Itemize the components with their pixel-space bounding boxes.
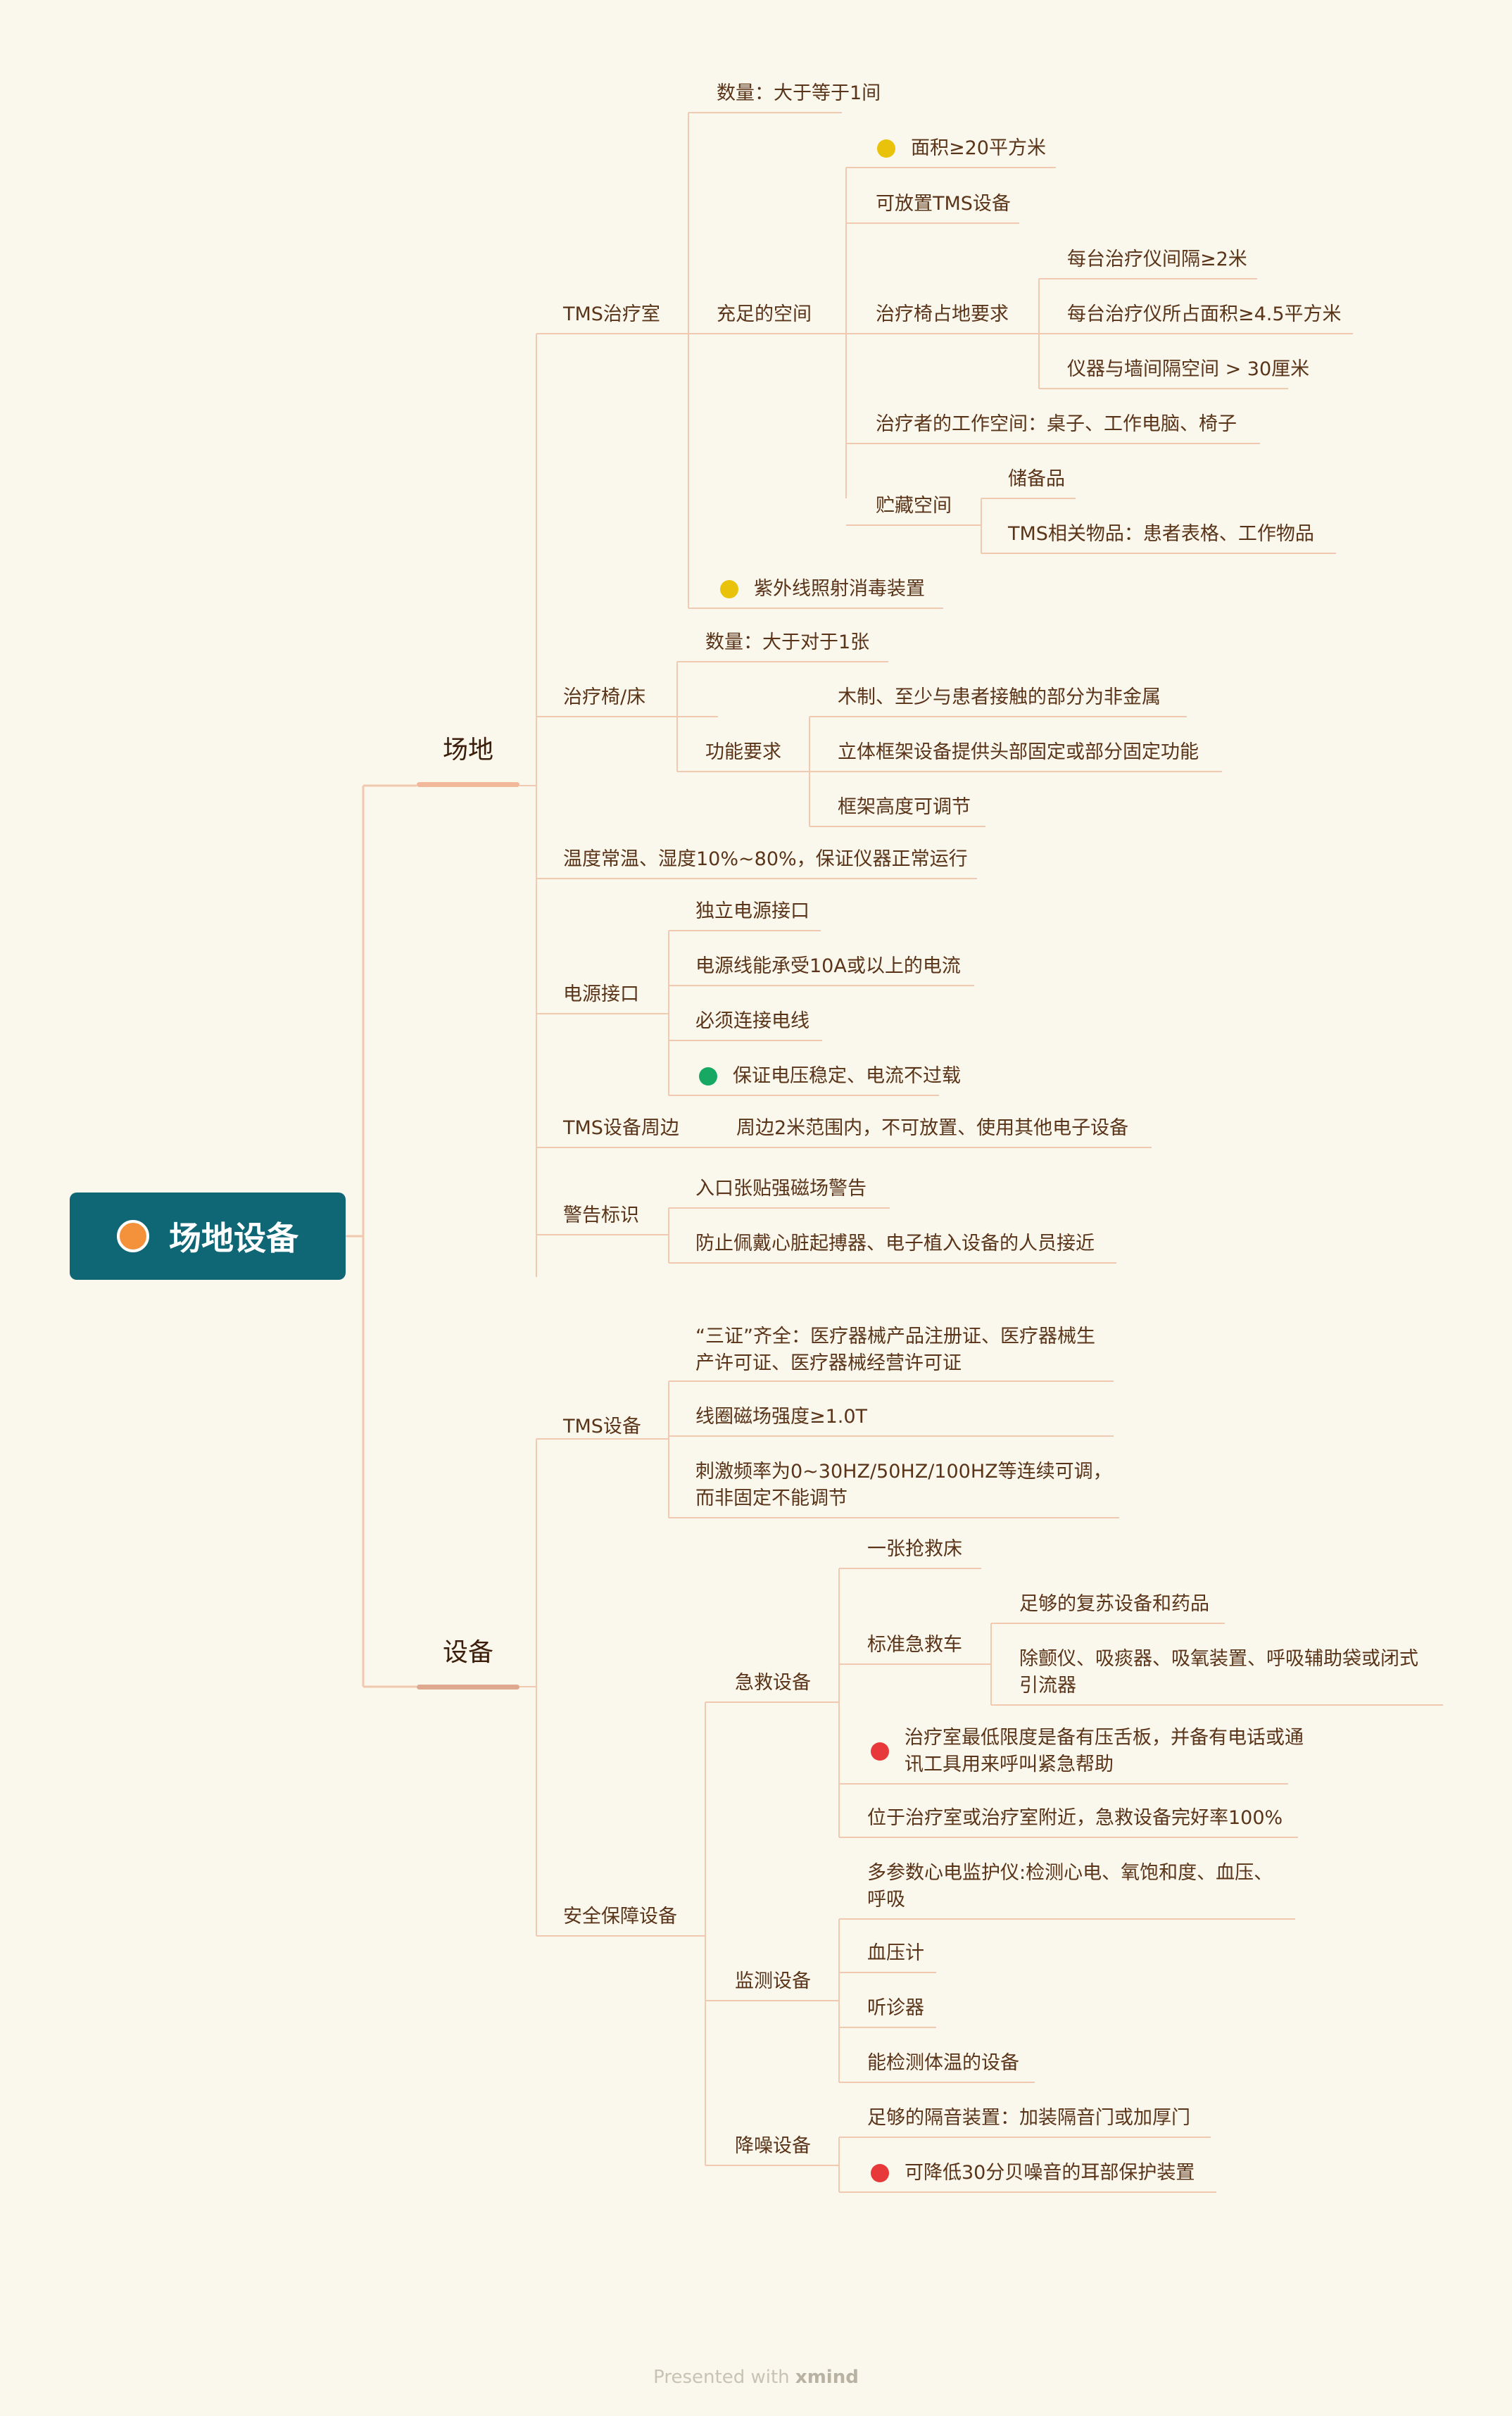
- topic-safety[interactable]: 安全保障设备: [563, 1906, 677, 1927]
- topic-storage-item[interactable]: TMS相关物品：患者表格、工作物品: [1008, 523, 1314, 545]
- topic-chair-floor-item[interactable]: 仪器与墙间隔空间 > 30厘米: [1067, 358, 1310, 380]
- topic-emergency[interactable]: 急救设备: [735, 1672, 811, 1694]
- branch-site-underline: [417, 782, 519, 787]
- green-marker-icon: [699, 1067, 717, 1086]
- topic-surround-detail[interactable]: 周边2米范围内，不可放置、使用其他电子设备: [736, 1117, 1129, 1139]
- line-2: 讯工具用来呼叫紧急帮助: [905, 1754, 1114, 1775]
- topic-power-item[interactable]: 保证电压稳定、电流不过载: [699, 1063, 961, 1090]
- topic-chair-floor[interactable]: 治疗椅占地要求: [876, 303, 1009, 325]
- topic-noise-item[interactable]: 可降低30分贝噪音的耳部保护装置: [871, 2160, 1195, 2187]
- topic-power-item[interactable]: 必须连接电线: [695, 1010, 809, 1032]
- topic-storage-item[interactable]: 储备品: [1008, 468, 1065, 490]
- line-2: 而非固定不能调节: [695, 1487, 848, 1509]
- topic-chair-count[interactable]: 数量：大于对于1张: [705, 631, 870, 653]
- root-label: 场地设备: [169, 1219, 298, 1257]
- topic-tms-room[interactable]: TMS治疗室: [563, 303, 660, 325]
- topic-cart-item[interactable]: 足够的复苏设备和药品: [1019, 1593, 1209, 1615]
- yellow-marker-icon: [720, 580, 738, 598]
- topic-warning[interactable]: 警告标识: [563, 1204, 639, 1226]
- root-marker-icon: [117, 1220, 149, 1252]
- topic-warning-item[interactable]: 入口张贴强磁场警告: [695, 1178, 867, 1200]
- topic-room-count[interactable]: 数量：大于等于1间: [717, 82, 881, 104]
- branch-equipment-underline: [417, 1685, 519, 1690]
- topic-surround[interactable]: TMS设备周边: [563, 1117, 679, 1139]
- topic-power-item[interactable]: 电源线能承受10A或以上的电流: [695, 955, 961, 977]
- topic-power-item[interactable]: 独立电源接口: [695, 900, 809, 922]
- branch-site-label: 场地: [442, 736, 493, 765]
- topic-monitor-item[interactable]: 听诊器: [867, 1997, 924, 2019]
- yellow-marker-icon: [877, 139, 895, 158]
- footer-brand: xmind: [795, 2367, 859, 2388]
- topic-cart-item[interactable]: 除颤仪、吸痰器、吸氧装置、呼吸辅助袋或闭式引流器: [1019, 1646, 1456, 1699]
- topic-tms-device[interactable]: TMS设备: [563, 1416, 641, 1437]
- topic-work-space[interactable]: 治疗者的工作空间：桌子、工作电脑、椅子: [876, 413, 1237, 435]
- branch-site[interactable]: 场地: [417, 735, 519, 766]
- red-marker-icon: [871, 2164, 889, 2182]
- root-topic[interactable]: 场地设备: [70, 1193, 346, 1280]
- topic-device-field[interactable]: 线圈磁场强度≥1.0T: [695, 1406, 868, 1428]
- topic-function[interactable]: 功能要求: [705, 741, 781, 763]
- line-1: 刺激频率为0~30HZ/50HZ/100HZ等连续可调，: [695, 1461, 1112, 1483]
- line-1: 治疗室最低限度是备有压舌板，并备有电话或通: [905, 1727, 1304, 1749]
- branch-equipment[interactable]: 设备: [417, 1637, 519, 1668]
- topic-chair-floor-item[interactable]: 每台治疗仪间隔≥2米: [1067, 248, 1247, 270]
- line-2: 产许可证、医疗器械经营许可证: [695, 1352, 962, 1374]
- topic-function-item[interactable]: 木制、至少与患者接触的部分为非金属: [838, 686, 1161, 708]
- topic-monitor-item[interactable]: 血压计: [867, 1942, 924, 1964]
- topic-cart[interactable]: 标准急救车: [867, 1634, 962, 1656]
- topic-warning-item[interactable]: 防止佩戴心脏起搏器、电子植入设备的人员接近: [695, 1233, 1095, 1254]
- topic-chair-floor-item[interactable]: 每台治疗仪所占面积≥4.5平方米: [1067, 303, 1342, 325]
- topic-monitoring[interactable]: 监测设备: [735, 1970, 811, 1992]
- topic-space[interactable]: 充足的空间: [717, 303, 812, 325]
- line-1: “三证”齐全：医疗器械产品注册证、医疗器械生: [695, 1326, 1095, 1347]
- topic-placeable[interactable]: 可放置TMS设备: [876, 193, 1011, 215]
- topic-rescue-bed[interactable]: 一张抢救床: [867, 1538, 962, 1560]
- topic-noise-item[interactable]: 足够的隔音装置：加装隔音门或加厚门: [867, 2107, 1190, 2129]
- line-1: 多参数心电监护仪:检测心电、氧饱和度、血压、: [867, 1862, 1273, 1884]
- topic-climate[interactable]: 温度常温、湿度10%~80%，保证仪器正常运行: [563, 848, 968, 870]
- topic-device-cert[interactable]: “三证”齐全：医疗器械产品注册证、医疗器械生产许可证、医疗器械经营许可证: [695, 1323, 1118, 1377]
- topic-chair[interactable]: 治疗椅/床: [563, 686, 646, 708]
- topic-device-freq[interactable]: 刺激频率为0~30HZ/50HZ/100HZ等连续可调， 而非固定不能调节: [695, 1459, 1132, 1512]
- line-1: 除颤仪、吸痰器、吸氧装置、呼吸辅助袋或闭式: [1019, 1648, 1418, 1670]
- topic-function-item[interactable]: 立体框架设备提供头部固定或部分固定功能: [838, 741, 1199, 763]
- footer-credit: Presented with xmind: [0, 2367, 1512, 2388]
- topic-noise[interactable]: 降噪设备: [735, 2135, 811, 2157]
- topic-monitor-item[interactable]: 能检测体温的设备: [867, 2052, 1019, 2074]
- topic-storage[interactable]: 贮藏空间: [876, 495, 952, 517]
- topic-location[interactable]: 位于治疗室或治疗室附近，急救设备完好率100%: [867, 1807, 1283, 1829]
- red-marker-icon: [871, 1742, 889, 1761]
- branch-equipment-label: 设备: [442, 1638, 493, 1667]
- line-2: 引流器: [1019, 1675, 1076, 1697]
- topic-function-item[interactable]: 框架高度可调节: [838, 796, 971, 818]
- topic-uv[interactable]: 紫外线照射消毒装置: [720, 576, 925, 603]
- topic-area[interactable]: 面积≥20平方米: [877, 135, 1046, 162]
- topic-power[interactable]: 电源接口: [563, 983, 639, 1005]
- line-2: 呼吸: [867, 1889, 905, 1911]
- topic-monitor-item[interactable]: 多参数心电监护仪:检测心电、氧饱和度、血压、呼吸: [867, 1860, 1304, 1913]
- topic-tongue-board[interactable]: 治疗室最低限度是备有压舌板，并备有电话或通讯工具用来呼叫紧急帮助: [871, 1725, 1335, 1778]
- footer-prefix: Presented with: [653, 2367, 790, 2388]
